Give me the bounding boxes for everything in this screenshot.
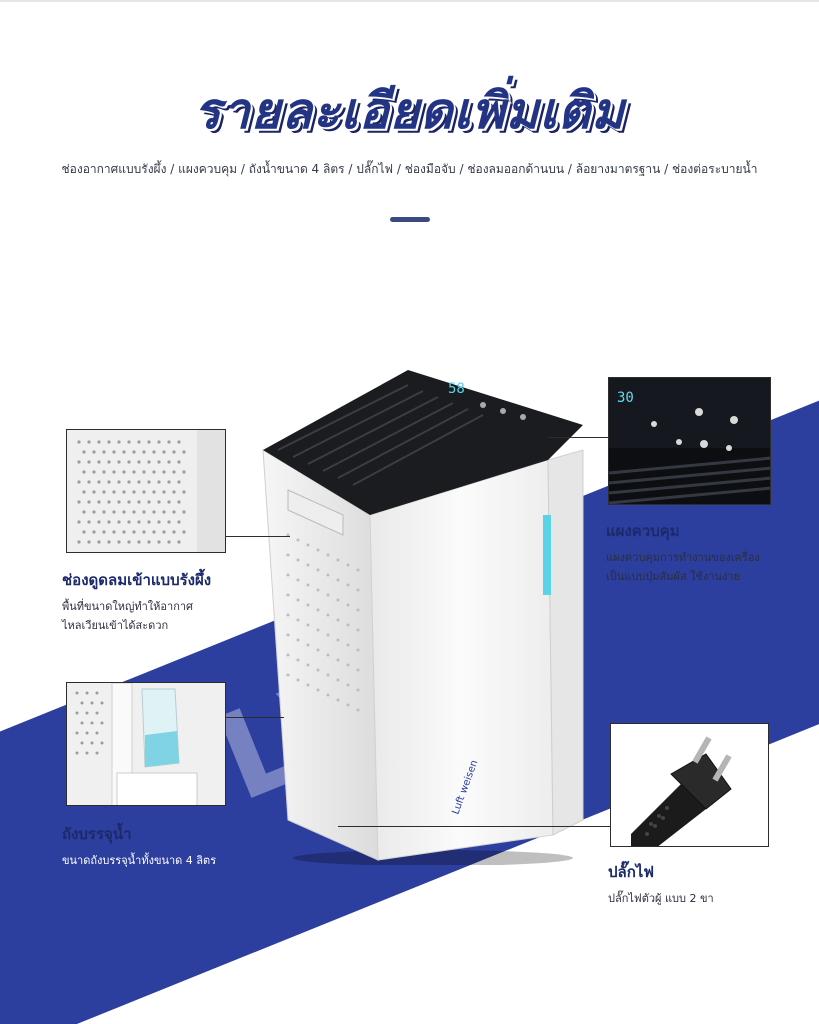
- display-readout: 58: [448, 381, 465, 397]
- intake-leader-line: [226, 536, 290, 537]
- intake-desc-line1: พื้นที่ขนาดใหญ่ทำให้อากาศ: [62, 600, 194, 613]
- svg-text:30: 30: [617, 390, 634, 406]
- top-divider: [0, 0, 819, 2]
- panel-desc-line1: แผงควบคุมการทำงานของเครื่อง: [606, 551, 760, 564]
- dehumidifier-image: 58 Luft weisen: [262, 370, 584, 865]
- accent-dash: [390, 217, 430, 222]
- intake-detail-photo: [66, 429, 226, 553]
- intake-desc-line2: ไหลเวียนเข้าได้สะดวก: [62, 619, 169, 632]
- tank-title: ถังบรรจุน้ำ: [62, 825, 132, 843]
- tank-desc: ขนาดถังบรรจุน้ำทั้งขนาด 4 ลิตร: [62, 854, 217, 867]
- panel-detail-photo: 30: [608, 377, 771, 505]
- plug-title: ปลั๊กไฟ: [608, 863, 654, 881]
- panel-desc-line2: เป็นแบบปุ่มสัมผัส ใช้งานง่าย: [606, 570, 741, 583]
- tank-leader-line: [226, 717, 284, 718]
- feature-list-subtitle: ช่องอากาศแบบรังผึ้ง / แผงควบคุม / ถังน้ำ…: [61, 162, 758, 176]
- tank-detail-photo: [66, 682, 226, 806]
- intake-title: ช่องดูดลมเข้าแบบรังผึ้ง: [62, 571, 212, 589]
- plug-leader-line: [338, 826, 610, 827]
- plug-desc: ปลั๊กไฟตัวผู้ แบบ 2 ขา: [608, 892, 714, 905]
- plug-detail-photo: [610, 723, 769, 847]
- panel-title: แผงควบคุม: [606, 522, 680, 540]
- panel-leader-line: [548, 437, 608, 438]
- page-title: รายละเอียดเพิ่มเติม: [193, 82, 626, 140]
